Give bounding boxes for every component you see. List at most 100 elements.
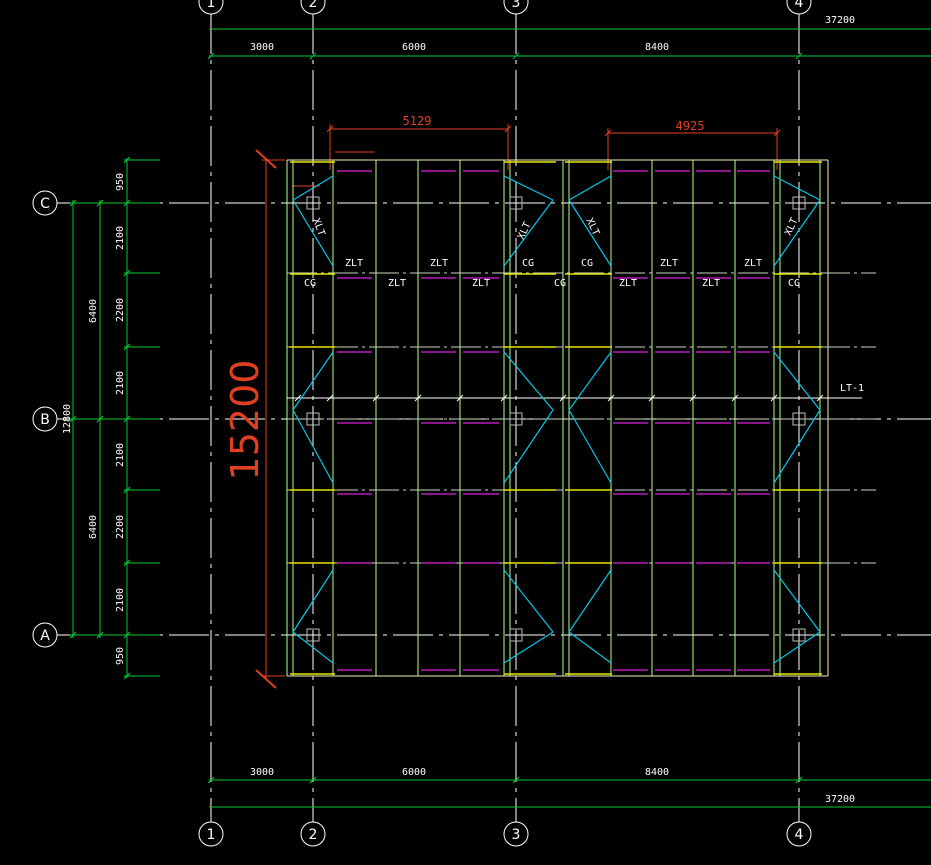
dim-top-seg-3: 8400 (645, 42, 669, 53)
brace-line (503, 199, 554, 267)
dim-left-inner-4: 2100 (115, 371, 126, 395)
dim-tick (123, 559, 131, 567)
brace-line (773, 409, 821, 484)
dim-tick (96, 631, 104, 639)
label-cg: CG (581, 258, 593, 269)
dim-top-total: 37200 (825, 15, 855, 26)
axis-bubble-3-bottom[interactable]: 3 (503, 821, 529, 847)
lt1-tick (689, 394, 697, 402)
label-xlt: XLT (310, 217, 327, 238)
column-marker (509, 196, 523, 210)
axis-bubble-1-top[interactable]: 1 (198, 0, 224, 15)
label-cg: CG (304, 278, 316, 289)
dim-tick (69, 631, 77, 639)
svg-text:3: 3 (512, 0, 521, 11)
label-xlt: XLT (783, 216, 801, 237)
lt1-tick (770, 394, 778, 402)
dim-bottom-seg-3: 8400 (645, 767, 669, 778)
label-zlt: ZLT (619, 278, 637, 289)
brace-line (568, 631, 612, 664)
svg-text:B: B (40, 412, 50, 428)
dim-tick (207, 776, 215, 784)
brace-line (568, 175, 612, 201)
dim-tick (123, 672, 131, 680)
diagonal-braces (292, 175, 821, 664)
dim-tick (207, 52, 215, 60)
dim-red-15200: 15200 (223, 360, 267, 481)
svg-text:C: C (40, 196, 50, 212)
axis-bubble-C[interactable]: C (32, 190, 58, 216)
dim-tick (773, 129, 781, 137)
brace-line (503, 409, 554, 484)
label-xlt: XLT (516, 220, 534, 241)
dim-left-outer-total: 12800 (62, 404, 73, 434)
brace-line (503, 569, 554, 633)
lt1-tick (326, 394, 334, 402)
dim-bottom-seg-2: 6000 (402, 767, 426, 778)
label-lt-1: LT-1 (840, 383, 864, 394)
brace-line (292, 175, 334, 201)
label-zlt: ZLT (345, 258, 363, 269)
dim-tick (255, 149, 277, 169)
brace-line (773, 631, 821, 664)
lt1-tick (414, 394, 422, 402)
scaffold-structure (286, 159, 876, 677)
lt1-tick (372, 394, 380, 402)
dim-tick (96, 415, 104, 423)
dim-tick (123, 156, 131, 164)
lt1-tick (559, 394, 567, 402)
svg-text:4: 4 (795, 827, 804, 843)
column-marker (509, 412, 523, 426)
brace-line (503, 175, 554, 201)
axis-bubble-4-top[interactable]: 4 (786, 0, 812, 15)
label-zlt: ZLT (744, 258, 762, 269)
svg-text:1: 1 (207, 827, 216, 843)
dim-tick (96, 199, 104, 207)
svg-text:A: A (40, 628, 50, 644)
dim-tick (69, 199, 77, 207)
axis-bubble-1-bottom[interactable]: 1 (198, 821, 224, 847)
dim-left-inner-5: 2100 (115, 443, 126, 467)
column-marker (306, 628, 320, 642)
dim-tick (326, 125, 334, 133)
column-marker (509, 628, 523, 642)
svg-text:4: 4 (795, 0, 804, 11)
dim-left-outer-1: 6400 (88, 299, 99, 323)
svg-text:2: 2 (309, 0, 318, 11)
axis-bubble-A[interactable]: A (32, 622, 58, 648)
brace-line (773, 351, 821, 411)
dim-tick (123, 486, 131, 494)
label-cg: CG (554, 278, 566, 289)
dim-left-inner-1: 950 (115, 173, 126, 191)
axis-bubble-4-bottom[interactable]: 4 (786, 821, 812, 847)
dim-tick (512, 52, 520, 60)
dim-tick (309, 52, 317, 60)
brace-line (773, 569, 821, 633)
column-marker (792, 628, 806, 642)
lt1-tick (731, 394, 739, 402)
dim-left-inner-3: 2200 (115, 298, 126, 322)
dim-tick (123, 269, 131, 277)
brace-line (503, 351, 554, 411)
dim-left-inner-8: 950 (115, 647, 126, 665)
dim-red-5129: 5129 (403, 114, 432, 128)
dim-red-4925: 4925 (676, 119, 705, 133)
dim-bottom-seg-1: 3000 (250, 767, 274, 778)
brace-line (292, 351, 334, 411)
dim-left-outer-2: 6400 (88, 515, 99, 539)
column-marker (792, 196, 806, 210)
axis-bubble-B[interactable]: B (32, 406, 58, 432)
lt1-tick (648, 394, 656, 402)
drawing-labels: 1 2 3 4 1 2 3 4 (32, 0, 864, 847)
brace-line (568, 351, 612, 411)
brace-line (568, 409, 612, 484)
label-cg: CG (788, 278, 800, 289)
axis-bubble-2-bottom[interactable]: 2 (300, 821, 326, 847)
column-marker (792, 412, 806, 426)
svg-text:3: 3 (512, 827, 521, 843)
lt1-tick (607, 394, 615, 402)
axis-bubble-3-top[interactable]: 3 (503, 0, 529, 15)
axis-bubble-2-top[interactable]: 2 (300, 0, 326, 15)
